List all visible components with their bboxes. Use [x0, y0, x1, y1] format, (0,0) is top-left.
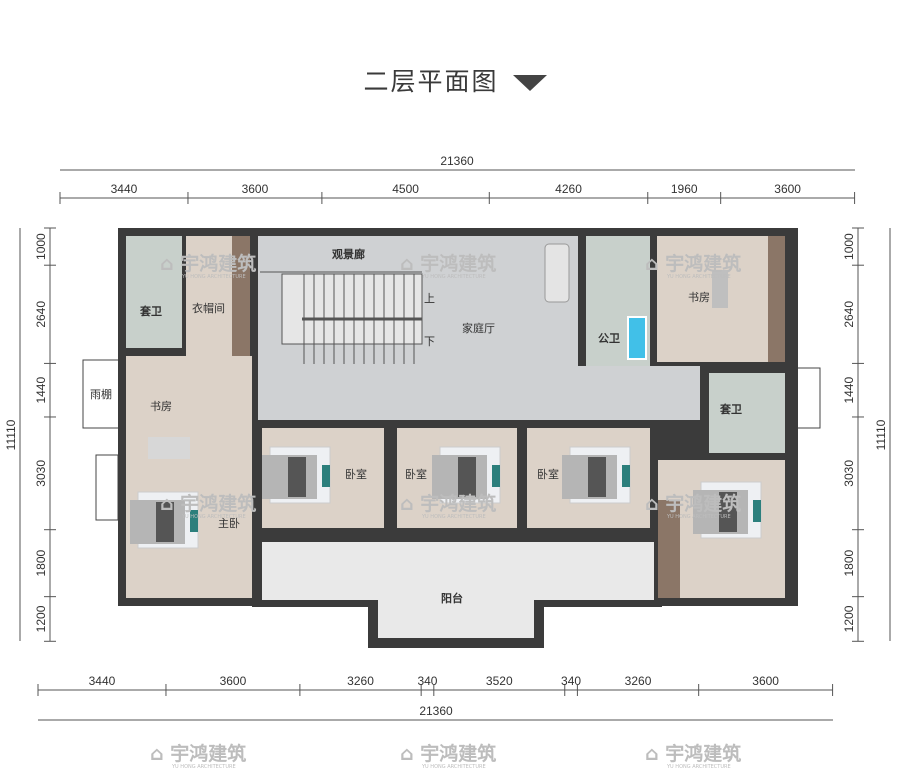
- chair: [753, 500, 761, 522]
- watermark-logo: ⌂ 宇鸿建筑: [645, 742, 741, 765]
- bed-blanket: [719, 492, 737, 532]
- bed-blanket: [156, 502, 174, 542]
- room-label-viewing-corridor: 观景廊: [332, 247, 365, 261]
- room-label-master-bedroom: 主卧: [218, 517, 240, 530]
- plan-title: 二层平面图: [0, 62, 910, 98]
- bottom-dim-segment-1: 3600: [220, 674, 247, 688]
- room-label-bedroom-1: 卧室: [345, 467, 367, 481]
- desk-left: [148, 437, 190, 459]
- left-dim-segment-2: 1440: [34, 377, 48, 404]
- room-label-ensuite-left: 套卫: [140, 304, 162, 318]
- bed-blanket: [588, 457, 606, 497]
- right-dim-segment-5: 1200: [842, 605, 856, 632]
- furniture: [130, 243, 762, 549]
- desk-right: [712, 270, 728, 308]
- bed-blanket: [288, 457, 306, 497]
- bottom-dim-segment-2: 3260: [347, 674, 374, 688]
- watermark-logo: ⌂ 宇鸿建筑: [150, 742, 246, 765]
- right-dim-segment-3: 3030: [842, 460, 856, 487]
- title-text: 二层平面图: [363, 67, 499, 96]
- left-dim-total: 11110: [4, 419, 18, 450]
- watermark-en: YU HONG ARCHITECTURE: [171, 764, 236, 770]
- bottom-dim-segment-0: 3440: [89, 674, 116, 688]
- watermark-en: YU HONG ARCHITECTURE: [666, 514, 731, 520]
- top-dim-segment-3: 4260: [555, 182, 582, 196]
- bed-blanket: [458, 457, 476, 497]
- watermark-logo: ⌂ 宇鸿建筑: [400, 492, 496, 515]
- room-label-canopy: 雨棚: [90, 387, 112, 401]
- top-dim-segment-2: 4500: [392, 182, 419, 196]
- bottom-dim-segment-6: 3260: [625, 674, 652, 688]
- watermark-en: YU HONG ARCHITECTURE: [421, 514, 486, 520]
- canopy: [82, 359, 120, 429]
- stair-up-label: 上: [424, 292, 435, 305]
- room-label-cloakroom: 衣帽间: [192, 301, 225, 315]
- staircase: [260, 271, 423, 364]
- right-dim-segment-0: 1000: [842, 233, 856, 260]
- triangle-down-icon: [512, 75, 547, 91]
- watermark-logo: ⌂ 宇鸿建筑: [645, 492, 741, 515]
- bottom-dim-segment-4: 3520: [486, 674, 513, 688]
- balcony-projection: [378, 598, 534, 638]
- room-label-bedroom-2: 卧室: [405, 467, 427, 481]
- chair: [492, 465, 500, 487]
- chair: [622, 465, 630, 487]
- bathtub: [627, 316, 647, 360]
- left-dim-segment-3: 3030: [34, 460, 48, 487]
- left-dim-segment-1: 2640: [34, 301, 48, 328]
- watermark-en: YU HONG ARCHITECTURE: [181, 514, 246, 520]
- room-label-family-hall: 家庭厅: [462, 321, 495, 335]
- right-dim-segment-4: 1800: [842, 550, 856, 577]
- left-dim-segment-5: 1200: [34, 605, 48, 632]
- bottom-dim-segment-5: 340: [561, 674, 581, 688]
- watermark-en: YU HONG ARCHITECTURE: [666, 274, 731, 280]
- room-label-ensuite-right: 套卫: [720, 402, 742, 416]
- watermark-logo: ⌂ 宇鸿建筑: [400, 742, 496, 765]
- watermark-logo: ⌂ 宇鸿建筑: [160, 252, 256, 275]
- bottom-dim-segment-3: 340: [417, 674, 437, 688]
- corridor: [258, 366, 700, 420]
- room-label-study-right: 书房: [688, 291, 710, 304]
- stair-down-label: 下: [424, 335, 435, 348]
- top-dim-total: 21360: [440, 154, 474, 168]
- chair: [190, 510, 198, 532]
- balcony: [262, 542, 654, 600]
- bottom-dim-segment-7: 3600: [752, 674, 779, 688]
- sofa: [544, 243, 570, 303]
- bottom-dim-total: 21360: [419, 704, 453, 718]
- watermark-logo: ⌂ 宇鸿建筑: [160, 492, 256, 515]
- top-dim-segment-5: 3600: [774, 182, 801, 196]
- watermark-en: YU HONG ARCHITECTURE: [421, 764, 486, 770]
- room-label-study-left: 书房: [150, 400, 172, 413]
- room-label-bedroom-3: 卧室: [537, 467, 559, 481]
- top-dim-segment-4: 1960: [671, 182, 698, 196]
- dimension-lines: 3440 3600 4500 4260 1960 3600 21360 3440 3600 326…: [4, 154, 891, 721]
- wardrobe-bedroom-4: [658, 500, 680, 598]
- chimney-left: [95, 454, 119, 521]
- right-dim-segment-2: 1440: [842, 377, 856, 404]
- room-label-balcony: 阳台: [441, 591, 463, 605]
- chair: [322, 465, 330, 487]
- right-dim-segment-1: 2640: [842, 301, 856, 328]
- watermark-logo: ⌂ 宇鸿建筑: [645, 252, 741, 275]
- left-dim-segment-0: 1000: [34, 233, 48, 260]
- master-bedroom: [126, 356, 252, 598]
- watermark-en: YU HONG ARCHITECTURE: [181, 274, 246, 280]
- right-dim-total: 11110: [874, 419, 888, 450]
- room-label-public-bath: 公卫: [598, 332, 620, 345]
- top-dim-segment-0: 3440: [111, 182, 138, 196]
- watermark-en: YU HONG ARCHITECTURE: [666, 764, 731, 770]
- wardrobe-right: [768, 236, 785, 362]
- ensuite-left: [126, 236, 182, 348]
- watermark-logo: ⌂ 宇鸿建筑: [400, 252, 496, 275]
- ensuite-right: [709, 373, 785, 453]
- watermark-en: YU HONG ARCHITECTURE: [421, 274, 486, 280]
- top-dim-segment-1: 3600: [242, 182, 269, 196]
- wardrobe: [232, 236, 250, 362]
- left-dim-segment-4: 1800: [34, 550, 48, 577]
